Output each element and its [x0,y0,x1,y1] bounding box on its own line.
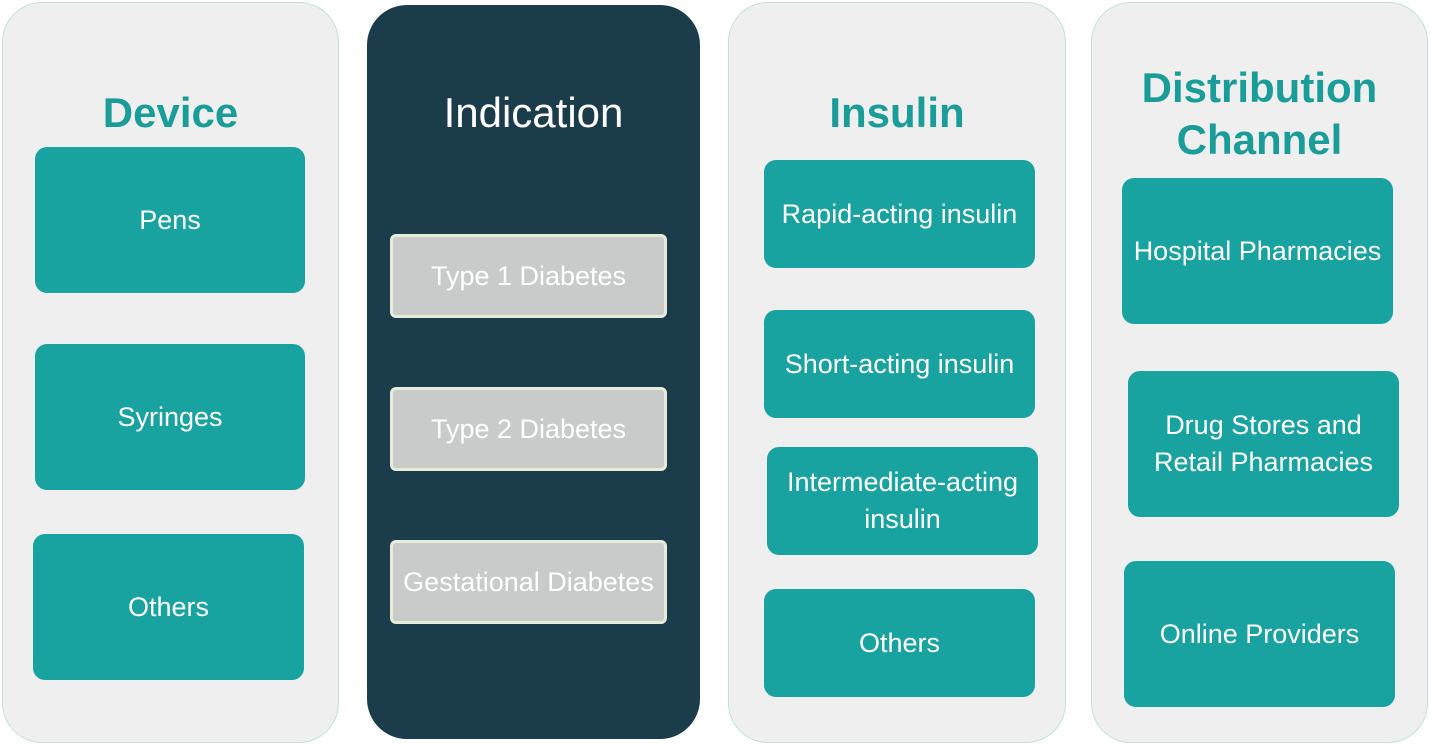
device-title: Device [102,89,239,136]
distribution-item-drug-stores: Drug Stores and Retail Pharmacies [1128,371,1399,517]
insulin-item-intermediate-acting: Intermediate-acting insulin [767,447,1038,555]
distribution-item-online-providers: Online Providers [1124,561,1395,707]
insulin-title: Insulin [829,89,965,136]
insulin-panel: Insulin Rapid-acting insulin Short-actin… [728,2,1066,743]
device-item-pens: Pens [35,147,305,293]
insulin-item-others: Others [764,589,1035,697]
device-panel: Device Pens Syringes Others [2,2,339,743]
distribution-channel-title: Distribution Channel [1141,64,1378,163]
indication-item-type-1: Type 1 Diabetes [390,234,667,318]
indication-item-gestational: Gestational Diabetes [390,540,667,624]
insulin-item-rapid-acting: Rapid-acting insulin [764,160,1035,268]
distribution-item-hospital-pharmacies: Hospital Pharmacies [1122,178,1393,324]
indication-item-type-2: Type 2 Diabetes [390,387,667,471]
distribution-channel-panel: Distribution Channel Hospital Pharmacies… [1091,2,1428,743]
indication-title: Indication [443,89,624,136]
insulin-item-short-acting: Short-acting insulin [764,310,1035,418]
device-item-syringes: Syringes [35,344,305,490]
indication-panel: Indication Type 1 Diabetes Type 2 Diabet… [367,5,700,739]
device-item-others: Others [33,534,304,680]
